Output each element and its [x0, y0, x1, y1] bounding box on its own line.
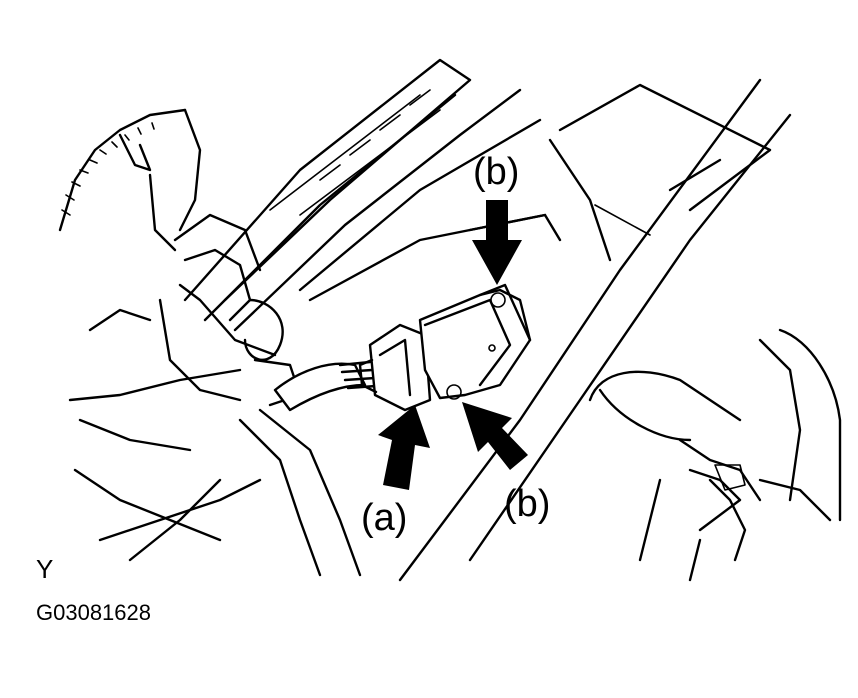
arrow-connector-a: [378, 405, 430, 490]
sensor-connector: [358, 323, 432, 412]
wire-harness-to-sensor: [273, 360, 378, 412]
view-letter: Y: [36, 554, 54, 584]
callout-bottom-b: (b): [504, 483, 551, 525]
air-flow-meter-sensor: [418, 283, 532, 400]
air-duct-outline: [183, 58, 542, 332]
callout-connector-a: (a): [361, 497, 408, 539]
figure-id: G03081628: [36, 600, 151, 625]
callout-top-b: (b): [473, 151, 520, 193]
right-hose-clamp-outline: [588, 328, 842, 582]
left-harness-outline: [58, 108, 362, 577]
housing-box-outline: [308, 78, 792, 582]
arrow-top-b: [472, 200, 522, 285]
arrow-bottom-b: [462, 402, 528, 470]
